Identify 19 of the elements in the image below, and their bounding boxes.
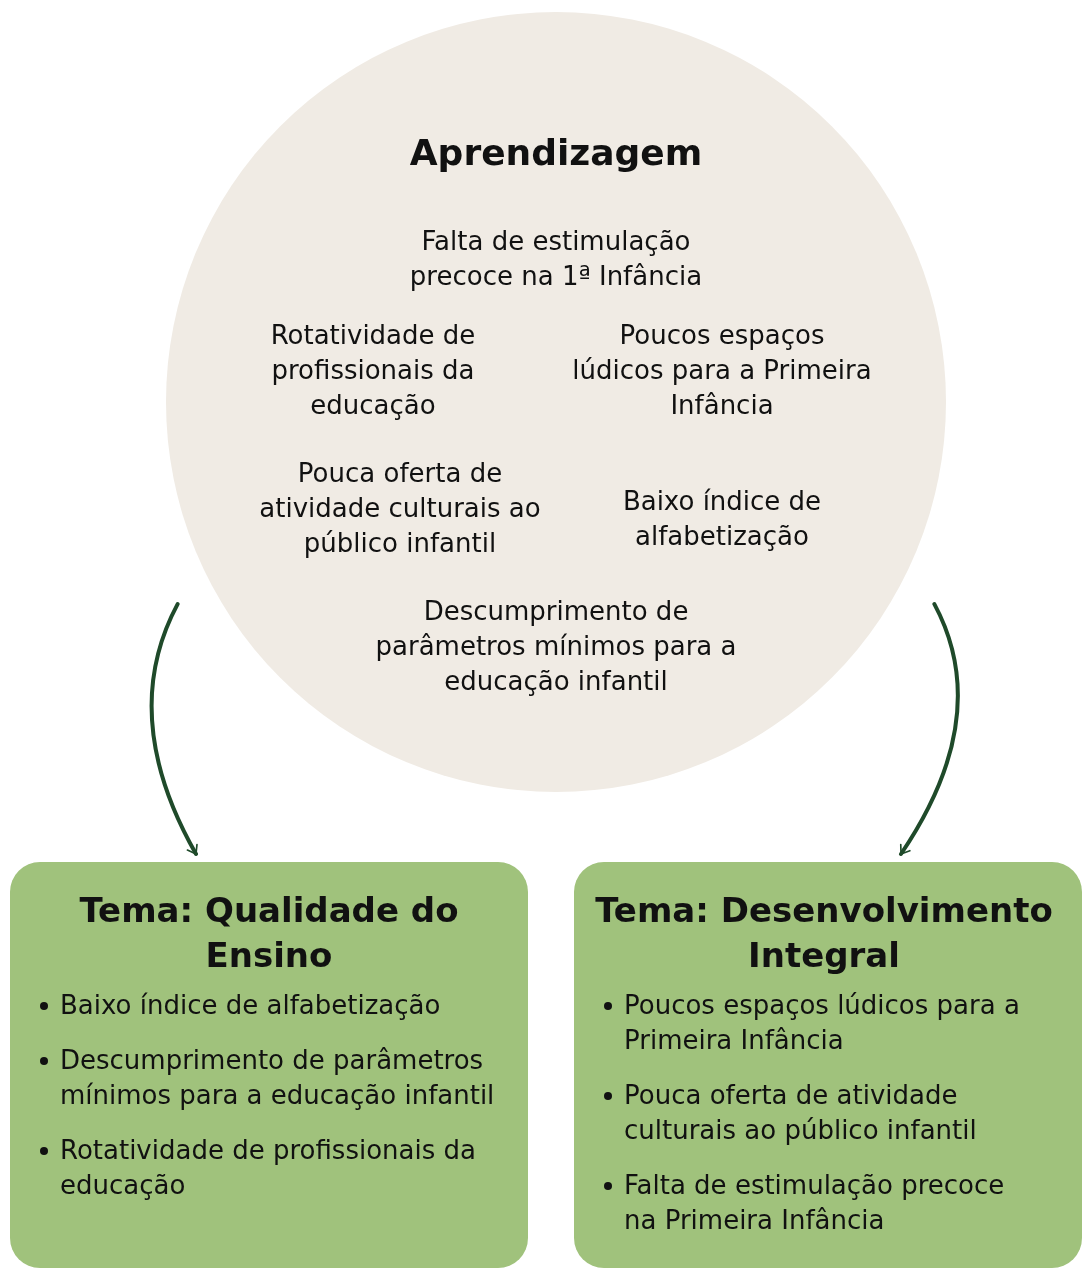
bullet-item: Falta de estimulação precoce na Primeira Infância xyxy=(624,1168,1042,1238)
circle-heading: Aprendizagem xyxy=(408,131,704,175)
curved-arrow xyxy=(149,602,199,856)
issue-text: Rotatividade de profissionais da educação xyxy=(269,319,477,422)
card-heading: Tema: Qualidade do Ensino xyxy=(78,889,460,977)
issue-text: Descumprimento de parâmetros mínimos para a educação infantil xyxy=(374,595,738,698)
curved-arrow xyxy=(899,602,960,856)
theme-card xyxy=(574,862,1082,1268)
bullet-item: Pouca oferta de atividade culturais ao público infantil xyxy=(624,1078,1042,1148)
bullet-item: Rotatividade de profissionais da educação xyxy=(60,1133,516,1203)
theme-card xyxy=(10,862,528,1268)
issue-text: Pouca oferta de atividade culturais ao público infantil xyxy=(258,457,542,560)
bullet-item: Baixo índice de alfabetização xyxy=(60,988,516,1023)
issue-text: Poucos espaços lúdicos para a Primeira Infância xyxy=(572,319,872,422)
card-heading: Tema: Desenvolvimento Integral xyxy=(594,889,1054,977)
bullet-item: Poucos espaços lúdicos para a Primeira Infância xyxy=(624,988,1042,1058)
bullet-item: Descumprimento de parâmetros mínimos para a educação infantil xyxy=(60,1043,516,1113)
issue-text: Baixo índice de alfabetização xyxy=(621,485,823,553)
issue-text: Falta de estimulação precoce na 1ª Infância xyxy=(408,225,704,293)
